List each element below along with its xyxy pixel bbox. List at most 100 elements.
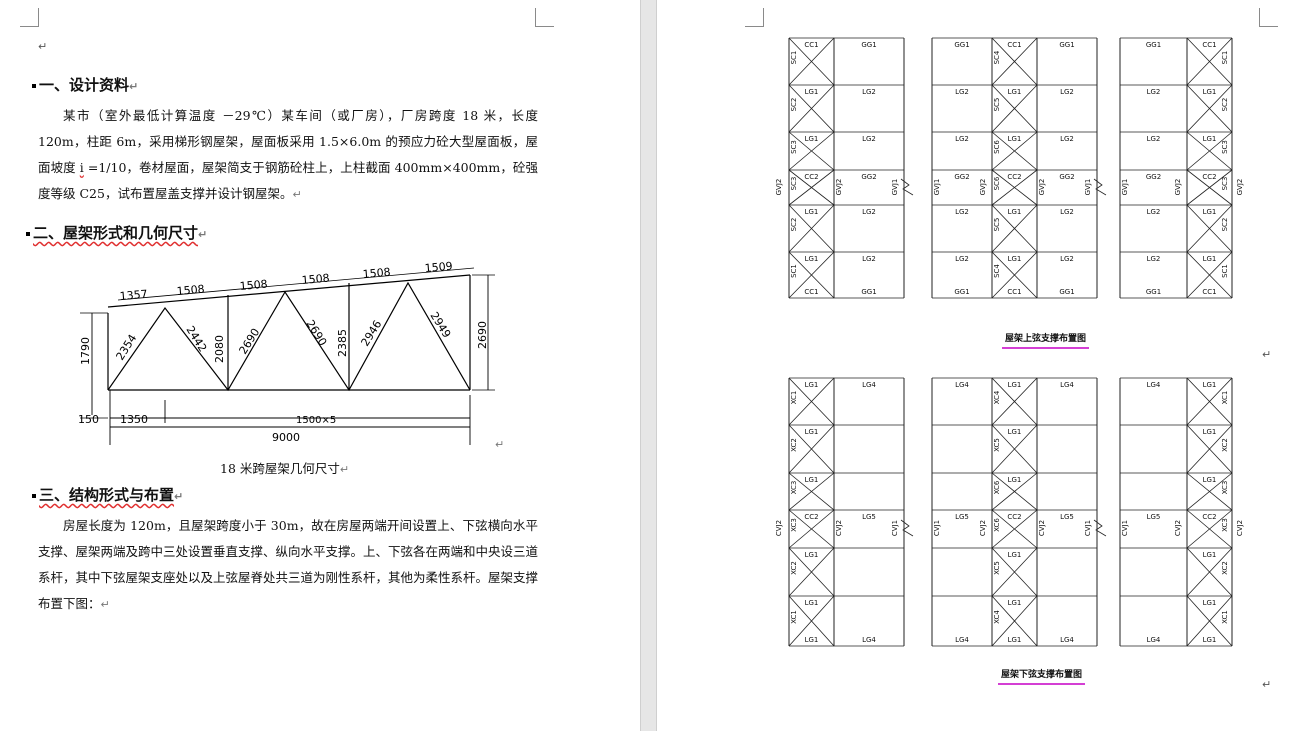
diagonal-label: 2442 — [183, 324, 209, 355]
plan-member-line — [788, 595, 835, 647]
tie-bar-label: GG1 — [861, 41, 876, 49]
diagonal-tie-label: CC2 — [1007, 173, 1021, 181]
diagonal-tie-label: CC2 — [1202, 173, 1216, 181]
brace-label: XC1 — [790, 610, 798, 624]
vertical-brace-label: GVJ1 — [933, 179, 941, 196]
paragraph-structure-layout[interactable]: 房屋长度为 120m，且屋架跨度小于 30m，故在房屋两端开间设置上、下弦横向水… — [38, 518, 539, 611]
diagonal-tie-label: LG1 — [1203, 88, 1217, 96]
brace-label: SC4 — [993, 50, 1001, 64]
plan-member-line — [788, 472, 835, 511]
truss-caption: 18 米跨屋架几何尺寸↵ — [220, 461, 350, 476]
tie-bar-label: GG1 — [954, 288, 969, 296]
page-corner-mark — [1259, 8, 1278, 27]
page-corner-mark — [20, 8, 39, 27]
plan-member-line — [788, 547, 835, 597]
diagonal-tie-label: LG1 — [1203, 599, 1217, 607]
brace-label: XC2 — [790, 561, 798, 575]
vertical-brace-label: CVJ2 — [835, 520, 843, 536]
left-height-label: 1790 — [79, 337, 92, 365]
plan-member-line — [1186, 251, 1233, 299]
plan-member-line — [1186, 204, 1233, 253]
tie-bar-label: LG5 — [862, 513, 876, 521]
tie-bar-label: LG2 — [1147, 135, 1161, 143]
tie-bar-label: LG4 — [955, 381, 969, 389]
vertical-brace-label: CVJ1 — [1121, 520, 1129, 536]
tie-bar-label: LG2 — [1147, 208, 1161, 216]
plan-member-line — [788, 251, 835, 299]
brace-label: XC2 — [1221, 561, 1229, 575]
brace-label: SC2 — [790, 98, 798, 112]
plan-member-line — [991, 131, 1038, 171]
tie-bar-label: LG2 — [1060, 88, 1074, 96]
tie-bar-label: LG2 — [1147, 88, 1161, 96]
diagonal-tie-label: LG1 — [1008, 476, 1022, 484]
plan-member-line — [788, 424, 835, 474]
diagonal-tie-label: LG1 — [1008, 428, 1022, 436]
section-heading-structure-layout[interactable]: 三、结构形式与布置↵ — [32, 484, 183, 505]
tie-bar-label: GG2 — [861, 173, 876, 181]
diagonal-tie-label: LG1 — [805, 135, 819, 143]
vertical-brace-label: CVJ1 — [1084, 520, 1092, 536]
plan-member-line — [991, 509, 1038, 549]
plan-member-line — [991, 169, 1038, 206]
brace-label: SC5 — [993, 218, 1001, 232]
brace-label: XC1 — [1221, 610, 1229, 624]
tie-bar-label: GG1 — [954, 41, 969, 49]
brace-label: XC5 — [993, 561, 1001, 575]
tie-bar-label: LG4 — [862, 381, 876, 389]
brace-label: XC4 — [993, 610, 1001, 624]
plan-member-line — [788, 84, 835, 133]
plan-member-line — [991, 424, 1038, 474]
tie-bar-label: LG4 — [1060, 636, 1074, 644]
heading-bullet-icon — [32, 494, 36, 498]
plan-member-line — [991, 472, 1038, 511]
support-offset-label: 150 — [78, 413, 99, 426]
diagonal-tie-label: CC2 — [1007, 513, 1021, 521]
diagonal-tie-label: LG1 — [805, 599, 819, 607]
diagonal-tie-label: CC1 — [1202, 288, 1216, 296]
section-heading-design-data[interactable]: 一、设计资料↵ — [32, 74, 138, 95]
tie-bar-label: LG2 — [1060, 255, 1074, 263]
brace-label: XC3 — [790, 481, 798, 495]
brace-label: SC1 — [790, 264, 798, 278]
paragraph-design-data[interactable]: 某市（室外最低计算温度 －29℃）某车间（或厂房），厂房跨度 18 米，长度 1… — [38, 108, 538, 201]
diagonal-tie-label: LG1 — [1008, 135, 1022, 143]
page-corner-mark — [535, 8, 554, 27]
diagonal-tie-label: LG1 — [805, 88, 819, 96]
diagonal-tie-label: CC2 — [804, 173, 818, 181]
diagonal-tie-label: LG1 — [1008, 381, 1022, 389]
brace-label: XC3 — [790, 518, 798, 532]
plan-member-line — [991, 251, 1038, 299]
vertical-brace-label: CVJ2 — [1236, 520, 1244, 536]
plan-member-line — [1186, 547, 1233, 597]
tie-bar-label: LG2 — [955, 255, 969, 263]
vertical-label: 2080 — [213, 335, 226, 363]
brace-label: SC4 — [993, 264, 1001, 278]
vertical-brace-label: GVJ2 — [835, 179, 843, 196]
lower-plan-title: 屋架下弦支撑布置图 — [998, 667, 1086, 685]
plan-member-line — [1186, 169, 1233, 206]
diagonal-label: 2690 — [237, 326, 263, 357]
diagonal-label: 2690 — [303, 318, 329, 349]
tie-bar-label: GG1 — [1059, 288, 1074, 296]
document-page-left: ↵ 一、设计资料↵ 某市（室外最低计算温度 －29℃）某车间（或厂房），厂房跨度… — [0, 0, 640, 731]
top-chord-label: 1357 — [119, 288, 148, 303]
plan-member-line — [1186, 131, 1233, 171]
heading-bullet-icon — [26, 232, 30, 236]
paragraph-mark: ↵ — [1262, 678, 1272, 691]
tie-bar-label: LG2 — [1147, 255, 1161, 263]
brace-label: SC2 — [1221, 98, 1229, 112]
top-chord-label: 1508 — [362, 266, 391, 281]
section-heading-truss-geometry[interactable]: 二、屋架形式和几何尺寸↵ — [26, 222, 207, 243]
brace-label: XC6 — [993, 518, 1001, 532]
truss-geometry-diagram: 1357 1508 1508 1508 1508 1509 2354 2442 … — [78, 260, 504, 451]
diagonal-label: 2949 — [427, 310, 453, 341]
break-line-icon — [900, 519, 914, 537]
diagonal-tie-label: LG1 — [1203, 381, 1217, 389]
diagonal-tie-label: CC1 — [1007, 288, 1021, 296]
brace-label: XC5 — [993, 438, 1001, 452]
tie-bar-label: LG4 — [1147, 636, 1161, 644]
plan-member-line — [788, 131, 835, 171]
plan-member-line — [991, 595, 1038, 647]
diagonal-tie-label: CC1 — [804, 288, 818, 296]
